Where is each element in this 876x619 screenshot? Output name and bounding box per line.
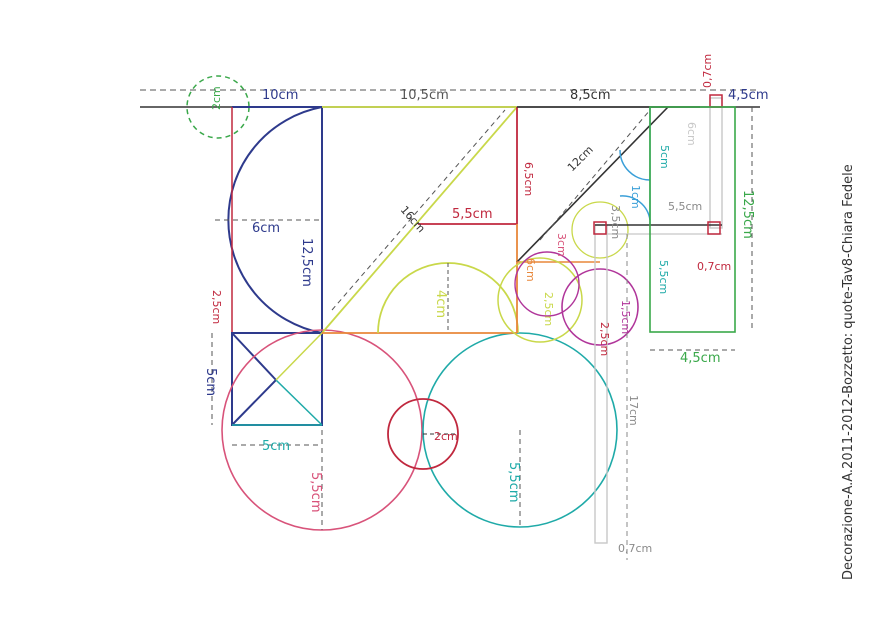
purple-circle — [561, 268, 639, 346]
label-10-5cm: 10,5cm — [400, 88, 449, 103]
gray-top-bar — [709, 97, 723, 229]
label-5-5cm-pink: 5,5cm — [308, 472, 323, 513]
label-4cm-yg: 4cm — [433, 290, 448, 318]
square-diag-2 — [231, 379, 277, 426]
label-2cm-center: 2cm — [434, 430, 458, 443]
label-10cm: 10cm — [262, 88, 298, 103]
label-6cm-orange: 6cm — [524, 258, 537, 282]
label-5-5cm-teal-big: 5,5cm — [506, 462, 521, 503]
square-yg-diag — [275, 332, 323, 381]
label-4-5cm-top: 4,5cm — [728, 88, 769, 103]
side-caption: Decorazione-A.A.2011-2012-Bozzetto: quot… — [841, 164, 856, 580]
label-2-5cm-yg: 2,5cm — [542, 292, 555, 326]
label-5-5cm-teal: 5,5cm — [657, 260, 670, 294]
center-crimson-circle — [387, 398, 459, 470]
label-1cm-blue: 1cm — [629, 185, 642, 209]
label-0-7cm-top: 0,7cm — [701, 54, 714, 88]
label-12cm: 12cm — [565, 143, 596, 174]
label-0-7cm-gray: 0,7cm — [618, 542, 652, 555]
label-2cm-circle: 2cm — [210, 86, 223, 110]
label-6-5cm: 6,5cm — [522, 162, 535, 196]
crimson-small-square-1 — [593, 221, 607, 235]
label-2-5cm-side: 2,5cm — [210, 290, 223, 324]
label-5cm-navy: 5cm — [203, 368, 218, 396]
yg-small-circle — [571, 201, 629, 259]
label-5cm-teal: 5cm — [262, 439, 290, 454]
purple-small-circle — [514, 251, 580, 317]
label-17cm-gray: 17cm — [627, 395, 640, 426]
teal-circle — [422, 332, 618, 528]
label-2-5cm-crimson: 2,5cm — [598, 322, 611, 356]
dark-diagonal-dashed — [539, 109, 651, 241]
dark-diagonal — [516, 106, 669, 263]
label-12-5cm-half: 12,5cm — [299, 238, 314, 287]
green-rectangle — [649, 106, 736, 333]
label-6cm-half: 6cm — [252, 221, 280, 236]
label-5-5cm-gray: 5,5cm — [668, 200, 702, 213]
crimson-small-square-3 — [709, 94, 723, 108]
label-4-5cm-green: 4,5cm — [680, 351, 721, 366]
label-5-5cm-mid: 5,5cm — [452, 207, 493, 222]
label-0-7cm-crimson: 0,7cm — [697, 260, 731, 273]
blue-arc-2 — [619, 195, 651, 221]
crimson-small-square-2 — [707, 221, 721, 235]
label-16cm: 16cm — [398, 203, 428, 235]
label-3-5cm-gray: 3,5cm — [609, 205, 622, 239]
big-yg-diagonal — [321, 106, 518, 334]
label-3cm-purple: 3cm — [555, 233, 568, 257]
yg-right-circle — [497, 257, 583, 343]
label-6cm-gray-top: 6cm — [685, 122, 698, 146]
square-teal-diag — [275, 379, 323, 426]
label-1-5cm-purple: 1,5cm — [619, 300, 632, 334]
label-12-5cm-green: 12,5cm — [740, 190, 755, 239]
blue-arc-1 — [619, 149, 651, 181]
label-8-5cm: 8,5cm — [570, 88, 611, 103]
label-5cm-blue: 5cm — [658, 145, 671, 169]
diag-16-dashed — [331, 109, 506, 311]
